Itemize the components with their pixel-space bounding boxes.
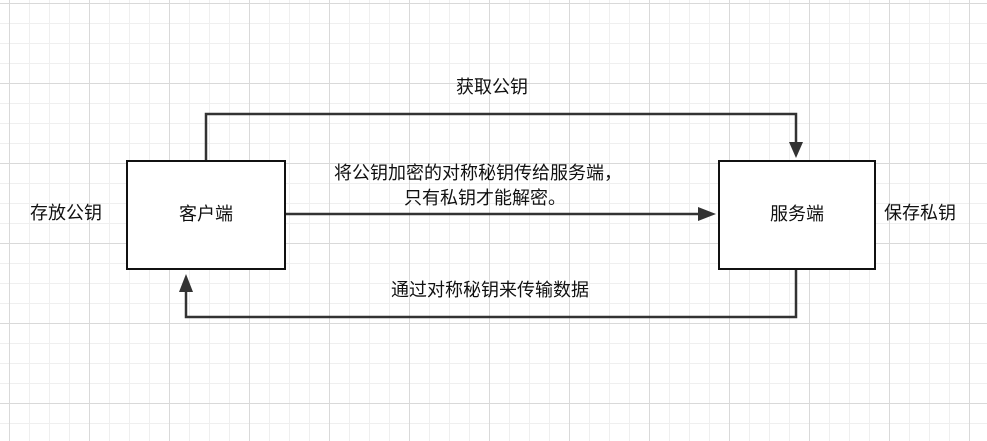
server-key-storage-label: 保存私钥 [884,203,956,224]
symmetric-transfer-label: 通过对称秘钥来传输数据 [391,280,589,301]
get-public-key-arrow [204,112,798,160]
send-encrypted-key-label-line1: 将公钥加密的对称秘钥传给服务端， [334,163,622,184]
get-public-key-arrowhead [789,142,803,158]
get-public-key-label: 获取公钥 [456,77,528,98]
client-node: 客户端 [126,160,286,270]
server-node: 服务端 [718,160,876,270]
symmetric-transfer-arrow [184,270,798,319]
symmetric-transfer-arrowhead [179,274,193,292]
send-encrypted-key-arrowhead [698,207,716,221]
server-node-label: 服务端 [770,204,824,225]
send-encrypted-key-label-line2: 只有私钥才能解密。 [404,188,566,209]
client-key-storage-label: 存放公钥 [30,203,102,224]
client-node-label: 客户端 [179,204,233,225]
